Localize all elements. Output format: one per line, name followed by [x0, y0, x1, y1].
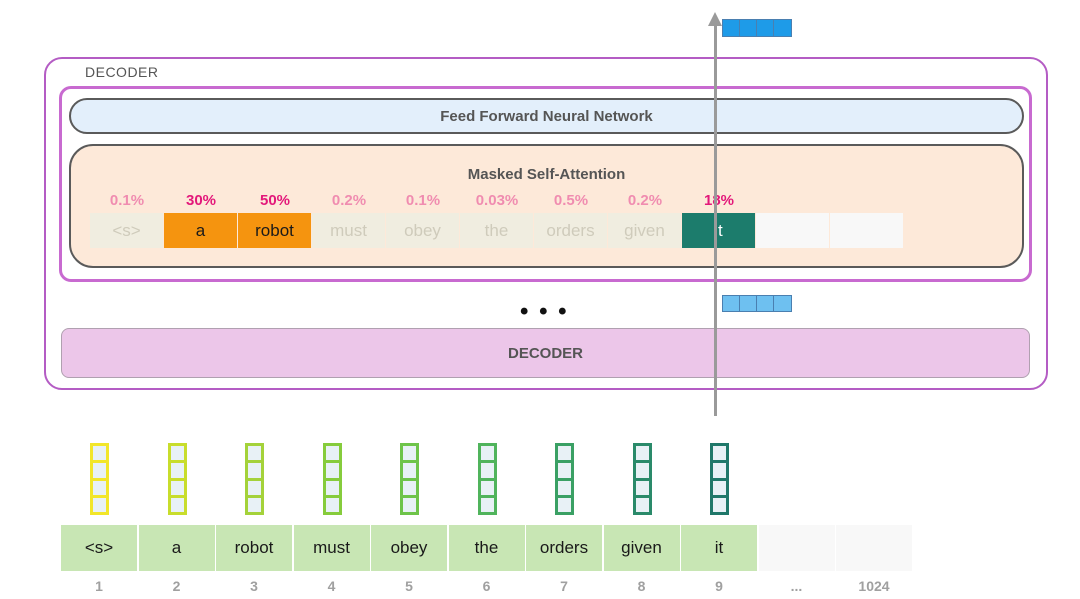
attention-weight: 0.5% [553, 192, 589, 209]
attention-weight: 0.1% [405, 192, 441, 209]
input-token [836, 525, 912, 571]
flow-arrow-line [714, 26, 717, 416]
position-index: 8 [637, 578, 646, 594]
token-embedding-vector [555, 443, 574, 515]
attention-weight: 0.2% [627, 192, 663, 209]
flow-arrow-head-icon [708, 12, 722, 26]
position-index: 7 [560, 578, 568, 594]
stack-ellipsis: • • • [520, 298, 569, 325]
lower-decoder-box: DECODER [61, 328, 1030, 378]
input-token: given [603, 525, 680, 571]
attention-token: given [608, 213, 681, 248]
token-embedding-vector [90, 443, 109, 515]
attention-token [756, 213, 829, 248]
token-embedding-vector [245, 443, 264, 515]
attention-weight: 18% [703, 192, 735, 209]
position-index: 2 [172, 578, 181, 594]
attention-token: it [682, 213, 755, 248]
feed-forward-network: Feed Forward Neural Network [69, 98, 1024, 134]
input-token: robot [216, 525, 292, 571]
attention-weight: 0.03% [475, 192, 519, 209]
attention-token: obey [386, 213, 459, 248]
decoder-block-highlight [59, 86, 1032, 282]
attention-weight: 30% [185, 192, 217, 209]
token-embedding-vector [322, 443, 342, 515]
token-embedding-vector [477, 443, 497, 515]
position-index: 1 [95, 578, 103, 594]
attention-weight: 50% [259, 192, 291, 209]
position-index: 5 [405, 578, 413, 594]
token-embedding-vector [710, 443, 729, 515]
attention-token: must [312, 213, 385, 248]
attention-token [830, 213, 903, 248]
input-token: must [293, 525, 370, 571]
input-token: <s> [61, 525, 137, 571]
position-index: ... [790, 578, 803, 594]
input-token: it [681, 525, 757, 571]
attention-weight: 0.2% [331, 192, 367, 209]
token-embedding-vector [400, 443, 419, 515]
position-index: 3 [250, 578, 258, 594]
attention-token: the [460, 213, 533, 248]
outer-decoder-label: DECODER [85, 64, 159, 80]
input-token [758, 525, 835, 571]
token-embedding-vector [632, 443, 652, 515]
output-vector [722, 19, 792, 37]
attention-token: <s> [90, 213, 163, 248]
input-token: the [448, 525, 525, 571]
position-index: 1024 [858, 578, 890, 594]
attention-token: a [164, 213, 237, 248]
outer-decoder-box [44, 57, 1048, 390]
input-token: obey [371, 525, 447, 571]
input-token: orders [526, 525, 602, 571]
position-index: 6 [482, 578, 491, 594]
masked-self-attention-title: Masked Self-Attention [467, 166, 626, 183]
attention-token: orders [534, 213, 607, 248]
position-index: 9 [715, 578, 723, 594]
attention-weight: 0.1% [109, 192, 145, 209]
intermediate-vector [722, 295, 792, 312]
input-token: a [138, 525, 215, 571]
attention-token: robot [238, 213, 311, 248]
position-index: 4 [327, 578, 336, 594]
token-embedding-vector [167, 443, 187, 515]
